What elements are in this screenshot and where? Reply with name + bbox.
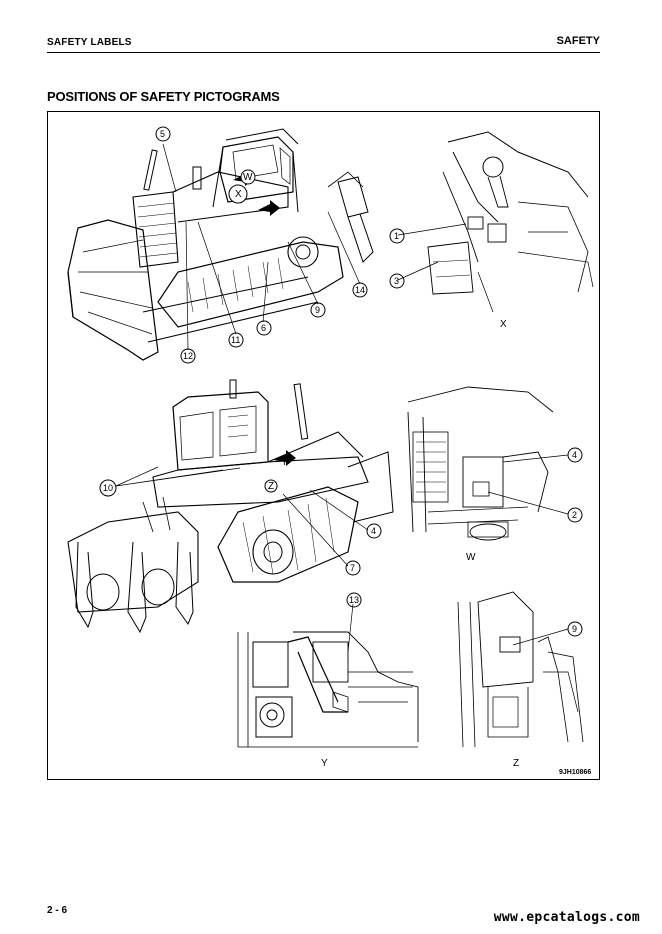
callouts-view-y: 13 Y: [321, 592, 362, 769]
callout-3: [389, 273, 405, 289]
callout-13: [346, 592, 362, 608]
dozer-front-view: X W: [67, 128, 374, 361]
header-chapter-label: SAFETY: [556, 35, 600, 47]
detail-view-z: [457, 591, 584, 748]
callout-9-front: [310, 302, 326, 318]
callout-5: [155, 126, 171, 142]
callout-2-text: 2: [572, 510, 577, 520]
callouts-front-view: 5 12 11 6 9 14: [155, 126, 368, 364]
view-label-w: W: [466, 552, 476, 563]
view-label-z: Z: [513, 758, 519, 769]
safety-pictogram-figure: X W 5 12 11 6 9 14: [67, 126, 594, 776]
watermark-text: www.epcatalogs.com: [493, 910, 640, 925]
callout-7-text: 7: [350, 563, 355, 573]
main-view-label-y: Y: [281, 457, 288, 468]
callout-3-text: 3: [394, 276, 399, 286]
detail-view-w: [407, 386, 569, 541]
dozer-rear-view: [67, 379, 394, 634]
detail-view-x: [397, 131, 594, 313]
callout-1: [389, 228, 405, 244]
callout-12-text: 12: [183, 351, 193, 361]
callout-4-main-text: 4: [371, 526, 376, 536]
callout-11-text: 11: [231, 335, 240, 345]
callout-14: [352, 282, 368, 298]
callout-11: [228, 332, 244, 348]
callout-6: [256, 320, 272, 336]
callout-6-text: 6: [261, 323, 266, 333]
detail-view-y: [237, 603, 419, 748]
page-number: 2 - 6: [47, 905, 68, 916]
callout-9-detail-text: 9: [572, 624, 577, 634]
view-label-y: Y: [321, 758, 328, 769]
callouts-rear-view: 10 4 7 Y Z: [99, 457, 382, 576]
callout-4-detail: [567, 447, 583, 463]
callout-9-detail: [567, 621, 583, 637]
main-view-label-w: W: [243, 172, 253, 183]
main-view-label-z: Z: [268, 481, 274, 492]
figure-code: 9JH10866: [559, 769, 591, 776]
callout-12: [180, 348, 196, 364]
callout-13-text: 13: [349, 595, 359, 605]
callout-4-main: [366, 523, 382, 539]
callout-14-text: 14: [355, 285, 365, 295]
callout-2: [567, 507, 583, 523]
view-label-x: X: [500, 319, 507, 330]
figure-frame: X W 5 12 11 6 9 14: [47, 111, 600, 780]
callout-4-detail-text: 4: [572, 450, 577, 460]
header-divider: [47, 52, 600, 53]
main-view-label-x: X: [235, 189, 242, 200]
header-section-label: SAFETY LABELS: [47, 37, 132, 48]
section-title: POSITIONS OF SAFETY PICTOGRAMS: [47, 89, 280, 104]
callout-10: [99, 479, 117, 497]
callouts-view-x: 1 3 X: [389, 228, 507, 330]
callout-9-front-text: 9: [315, 305, 320, 315]
callouts-view-z: 9 Z: [513, 621, 583, 769]
callout-5-text: 5: [160, 129, 165, 139]
callout-1-text: 1: [394, 231, 399, 241]
callout-7: [345, 560, 361, 576]
callouts-view-w: 4 2 W: [466, 447, 583, 563]
callout-10-text: 10: [103, 483, 113, 493]
